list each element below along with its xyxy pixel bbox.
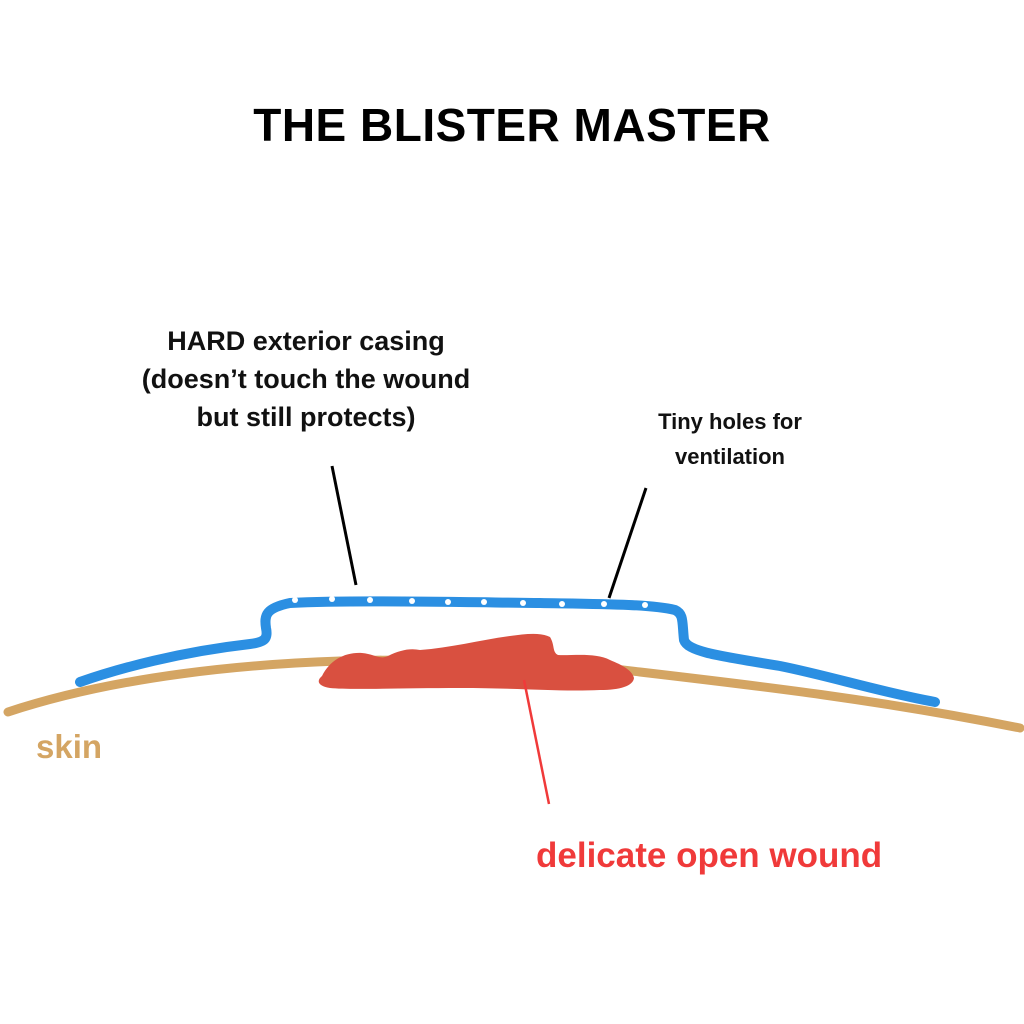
holes-annotation: Tiny holes for ventilation [600,404,860,474]
vent-hole [409,598,415,604]
vent-hole [642,602,648,608]
vent-hole [445,599,451,605]
ventilation-holes [292,596,648,608]
casing-annotation-line-1: HARD exterior casing [167,326,445,356]
casing-leader-line [330,465,358,586]
skin-label: skin [36,728,103,765]
wound-label: delicate open wound [536,836,883,875]
vent-hole [367,597,373,603]
vent-hole [481,599,487,605]
wound-blob [318,633,634,691]
diagram-title: THE BLISTER MASTER [253,99,771,151]
wound-leader-line [522,679,551,805]
vent-hole [329,596,335,602]
casing-annotation-line-2: (doesn’t touch the wound [141,364,471,394]
vent-hole [559,601,565,607]
holes-annotation-line-2: ventilation [674,444,785,469]
casing-annotation-line-3: but still protects) [196,402,416,432]
vent-hole [601,601,607,607]
vent-hole [520,600,526,606]
blister-casing [75,596,940,707]
vent-hole [292,597,298,603]
holes-annotation-line-1: Tiny holes for [658,409,802,434]
casing-annotation: HARD exterior casing (doesn’t touch the … [96,322,516,436]
holes-leader-line [607,487,648,599]
